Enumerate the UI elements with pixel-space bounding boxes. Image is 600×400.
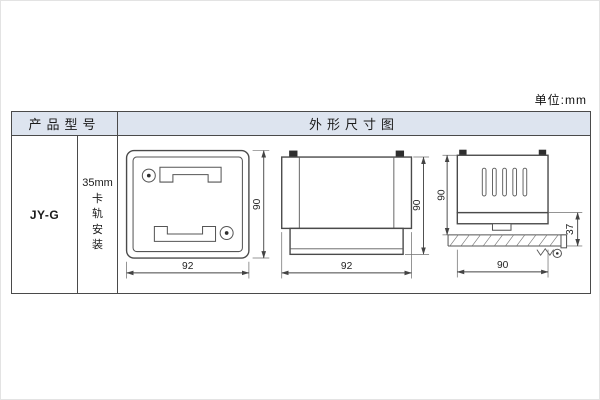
side-view-drawing: 92 90 — [281, 150, 430, 279]
front-view-outline — [125, 149, 250, 259]
model-cell: JY-G — [11, 135, 78, 294]
side-view-height-dimension: 90 — [404, 156, 430, 255]
side-view-outline — [281, 150, 413, 256]
header-dimension-drawing: 外形尺寸图 — [117, 111, 591, 136]
mounting-size: 35mm — [82, 176, 113, 189]
rail-depth-dim-label: 37 — [565, 223, 576, 235]
rail-height-dim-label: 90 — [436, 189, 447, 201]
front-height-dim-label: 90 — [252, 198, 263, 210]
table-header-row: 产品型号 外形尺寸图 — [10, 111, 591, 136]
rail-mount-drawing: 90 37 — [436, 149, 583, 278]
mounting-cell: 35mm 卡 轨 安 装 — [76, 135, 119, 294]
side-height-dim-label: 90 — [412, 199, 423, 211]
front-view-height-dimension: 90 — [252, 150, 270, 259]
rail-width-dim-label: 90 — [497, 260, 509, 271]
din-rail — [447, 234, 568, 247]
mounting-text: 35mm 卡 轨 安 装 — [78, 177, 117, 252]
mounting-char: 轨 — [92, 208, 103, 221]
front-width-dim-label: 92 — [182, 261, 194, 272]
rail-view-width-dimension: 90 — [456, 249, 549, 278]
side-width-dim-label: 92 — [341, 261, 353, 272]
header-product-model: 产品型号 — [10, 111, 119, 136]
mounting-char: 安 — [92, 223, 103, 236]
rail-clip — [536, 234, 568, 259]
mounting-char: 卡 — [92, 192, 103, 205]
dimension-table: 产品型号 外形尺寸图 JY-G 35mm 卡 轨 安 装 — [10, 111, 591, 294]
rail-view-outline — [456, 149, 549, 231]
drawings-row: 92 90 — [120, 145, 588, 284]
rail-view-height-dimension: 90 — [436, 154, 458, 236]
mounting-char: 装 — [92, 239, 103, 252]
rail-view-depth-dimension: 37 — [547, 212, 583, 247]
side-view-width-dimension: 92 — [281, 232, 412, 279]
front-view-drawing: 92 90 — [125, 149, 270, 279]
front-view-width-dimension: 92 — [126, 261, 250, 279]
unit-label: 单位:mm — [534, 93, 587, 107]
drawings-cell: 92 90 — [117, 135, 591, 294]
table-body-row: JY-G 35mm 卡 轨 安 装 — [11, 135, 591, 294]
